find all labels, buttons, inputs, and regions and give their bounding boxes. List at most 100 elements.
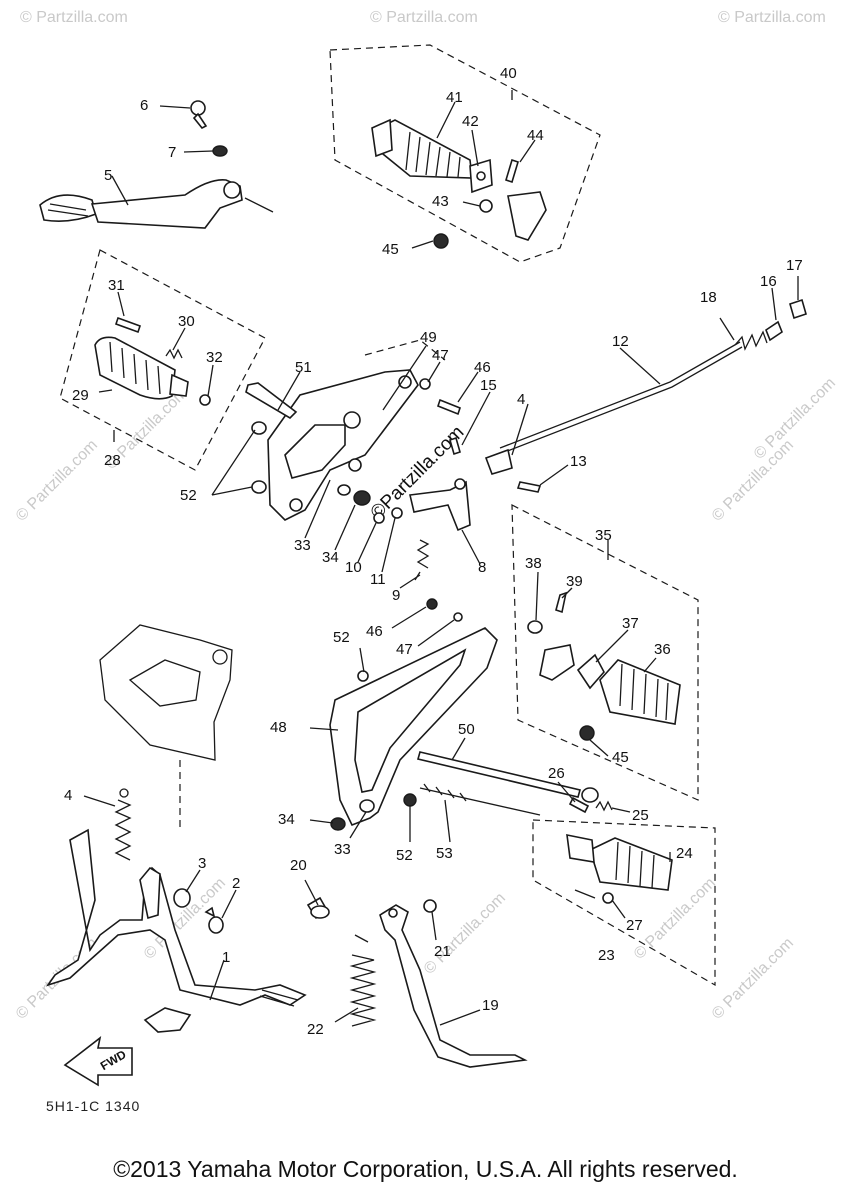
frame-bracket-48-part — [329, 627, 498, 827]
frame-23 — [532, 819, 716, 987]
washer-47-part — [419, 378, 431, 390]
part-label-25: 25 — [632, 807, 649, 824]
engine-outline-part — [99, 624, 233, 830]
washer-27-part — [602, 892, 614, 904]
part-label-27: 27 — [626, 917, 643, 934]
part-label-46b: 46 — [366, 623, 383, 640]
part-label-37: 37 — [622, 615, 639, 632]
part-label-8: 8 — [478, 559, 486, 576]
part-label-36: 36 — [654, 641, 671, 658]
part-label-7: 7 — [168, 144, 176, 161]
bolt-6-part — [190, 100, 208, 130]
part-label-45b: 45 — [612, 749, 629, 766]
bolt-46b-part — [426, 598, 463, 622]
part-label-52a: 52 — [180, 487, 197, 504]
part-label-3: 3 — [198, 855, 206, 872]
nut-7-part — [212, 145, 228, 157]
part-label-35: 35 — [595, 527, 612, 544]
part-label-1: 1 — [222, 949, 230, 966]
part-label-41: 41 — [446, 89, 463, 106]
watermark: © Partzilla.com — [13, 437, 101, 525]
bolt-53-part — [419, 783, 541, 816]
spring-22-part — [349, 934, 377, 1027]
part-label-26: 26 — [548, 765, 565, 782]
bolt-51-part — [245, 382, 298, 420]
copyright-notice: ©2013 Yamaha Motor Corporation, U.S.A. A… — [113, 1156, 738, 1182]
part-label-47a: 47 — [432, 347, 449, 364]
pin-39-part — [555, 591, 568, 614]
part-label-23: 23 — [598, 947, 615, 964]
footrest-36-part — [599, 659, 681, 725]
spring-30-part — [165, 348, 183, 360]
bolt-3-part — [173, 888, 191, 908]
part-label-30: 30 — [178, 313, 195, 330]
plate-42-part — [469, 158, 493, 194]
part-label-50: 50 — [458, 721, 475, 738]
part-label-6: 6 — [140, 97, 148, 114]
watermark: © Partzilla.com — [20, 9, 128, 26]
part-label-40: 40 — [500, 65, 517, 82]
diagram-code: 5H1-1C 1340 — [46, 1098, 141, 1114]
part-label-2: 2 — [232, 875, 240, 892]
part-labels: 6 7 5 40 41 42 44 43 45 31 30 32 29 28 5… — [64, 65, 803, 1038]
part-label-5: 5 — [104, 167, 112, 184]
shift-pedal-part — [39, 178, 274, 229]
part-label-45a: 45 — [382, 241, 399, 258]
part-label-42: 42 — [462, 113, 479, 130]
brake-arm-8-part — [409, 478, 471, 532]
fwd-arrow-icon: FWD — [63, 1036, 133, 1087]
main-stand-1-part — [45, 828, 307, 1033]
frame-40 — [329, 44, 601, 263]
plate-37-part — [576, 653, 605, 690]
bolt-46-part — [437, 398, 461, 416]
part-label-52c: 52 — [396, 847, 413, 864]
pin-13-part — [516, 481, 542, 493]
watermark: © Partzilla.com — [709, 935, 797, 1023]
part-label-31: 31 — [108, 277, 125, 294]
part-label-33a: 33 — [294, 537, 311, 554]
part-label-22: 22 — [307, 1021, 324, 1038]
group-frames — [59, 44, 716, 987]
part-label-53: 53 — [436, 845, 453, 862]
leader-lines — [83, 90, 799, 1026]
part-label-46a: 46 — [474, 359, 491, 376]
part-label-10: 10 — [345, 559, 362, 576]
watermark: © Partzilla.com — [718, 9, 826, 26]
part-label-38: 38 — [525, 555, 542, 572]
bolt-50-part — [417, 751, 599, 803]
part-label-33b: 33 — [334, 841, 351, 858]
part-label-34a: 34 — [322, 549, 339, 566]
part-label-9: 9 — [392, 587, 400, 604]
part-label-48: 48 — [270, 719, 287, 736]
nuts-34-33-52-part — [330, 793, 417, 831]
footrest-24-part — [566, 833, 673, 891]
part-label-17: 17 — [786, 257, 803, 274]
part-label-28: 28 — [104, 452, 121, 469]
part-label-52b: 52 — [333, 629, 350, 646]
spring-4-part — [114, 788, 132, 861]
washer-32-part — [199, 394, 211, 406]
frame-49 — [364, 339, 446, 361]
part-label-18: 18 — [700, 289, 717, 306]
spring-11-part — [416, 539, 430, 569]
side-stand-19-part — [379, 904, 528, 1068]
frame-35 — [511, 504, 699, 801]
bolt-2-part — [204, 906, 224, 934]
part-label-4a: 4 — [517, 391, 525, 408]
bracket-43-part — [479, 191, 547, 241]
part-label-16: 16 — [760, 273, 777, 290]
part-label-20: 20 — [290, 857, 307, 874]
spring-25-part — [595, 800, 613, 812]
brake-rod-12-part — [484, 298, 807, 475]
part-label-12: 12 — [612, 333, 629, 350]
footrest-41-part — [371, 118, 473, 179]
part-label-13: 13 — [570, 453, 587, 470]
pin-31-part — [114, 316, 142, 334]
part-label-19: 19 — [482, 997, 499, 1014]
part-label-39: 39 — [566, 573, 583, 590]
part-label-51: 51 — [295, 359, 312, 376]
pin-44-part — [505, 158, 519, 184]
bracket-main-part — [267, 369, 419, 521]
part-label-44: 44 — [527, 127, 544, 144]
